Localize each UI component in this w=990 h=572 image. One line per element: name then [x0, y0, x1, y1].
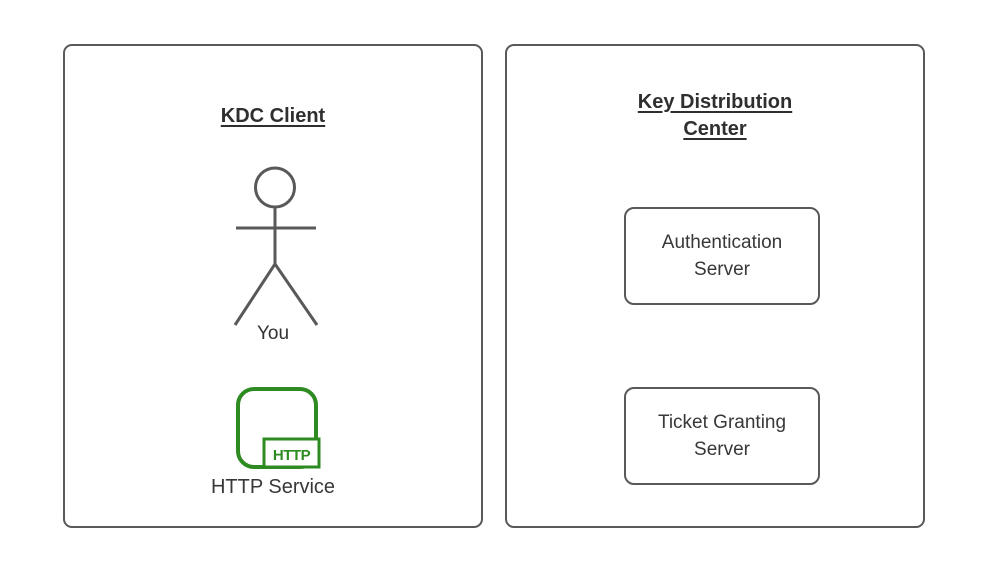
ticket-granting-server-box: Ticket Granting Server [624, 387, 820, 485]
key-distribution-center-panel: Key Distribution Center Authentication S… [505, 44, 925, 528]
kdc-client-title-text: KDC Client [220, 105, 326, 127]
authentication-server-box: Authentication Server [624, 207, 820, 305]
kdc-title-line1: Key Distribution [637, 91, 793, 113]
kdc-client-title: KDC Client [65, 103, 481, 130]
actor-label: You [256, 323, 290, 344]
http-badge-label: HTTP [273, 447, 311, 464]
ticket-granting-server-label-line2: Server [694, 439, 750, 460]
kdc-client-panel: KDC Client You HTTP HTTP Service [63, 44, 483, 528]
authentication-server-label-line2: Server [694, 259, 750, 280]
ticket-granting-server-label-line1: Ticket Granting [657, 412, 787, 433]
http-service-icon: HTTP [236, 387, 321, 469]
authentication-server-label-line1: Authentication [661, 232, 783, 253]
kdc-title-line2: Center [683, 118, 747, 140]
stick-figure-actor-icon [233, 166, 319, 326]
kdc-title: Key Distribution Center [507, 89, 923, 143]
http-service-label: HTTP Service [210, 476, 336, 498]
